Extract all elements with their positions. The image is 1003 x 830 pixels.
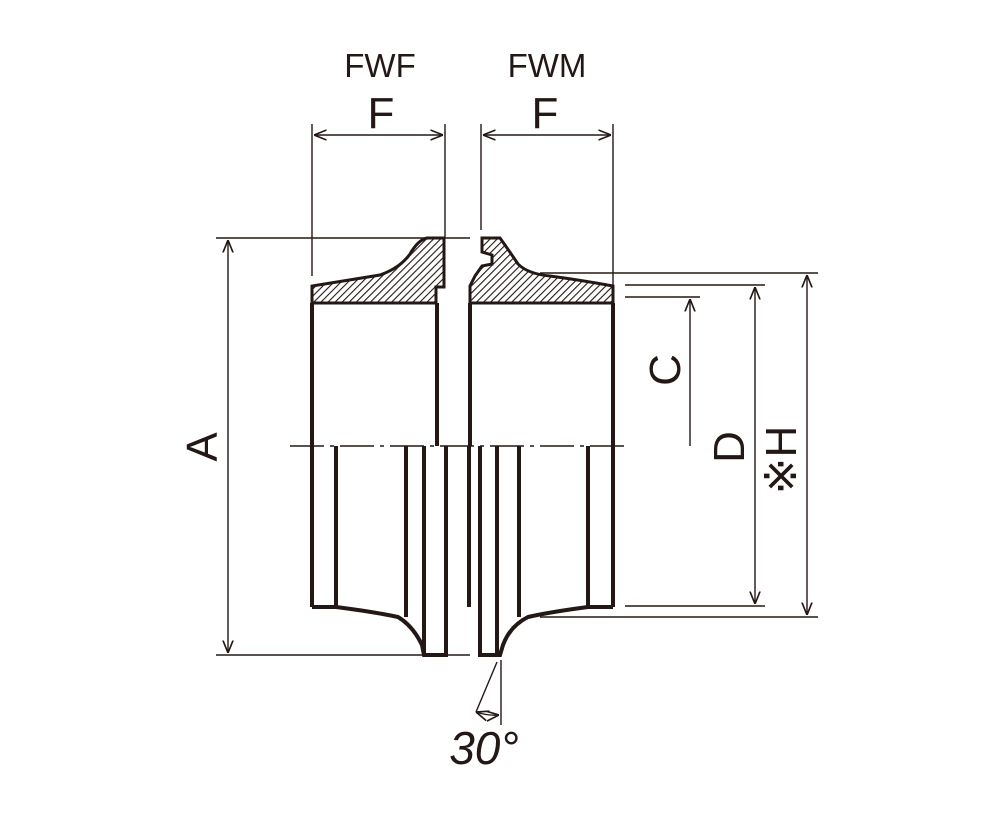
fwm-flange-section — [468, 236, 615, 305]
h-dimension — [540, 272, 818, 618]
angle-callout — [476, 660, 502, 725]
fwm-label: FWM — [508, 47, 587, 84]
a-label: A — [178, 432, 227, 462]
d-label: D — [705, 431, 754, 463]
f-right-dimension — [480, 124, 614, 286]
f-left-dimension — [311, 124, 446, 276]
fwf-label: FWF — [344, 47, 415, 84]
c-dimension — [625, 296, 700, 446]
fwf-flange-section — [310, 236, 446, 305]
f-right-label: F — [532, 89, 559, 138]
fwm-ferrule — [467, 236, 615, 657]
c-label: C — [641, 354, 690, 386]
f-left-label: F — [368, 89, 395, 138]
angle-label: 30° — [449, 722, 519, 774]
d-dimension — [625, 284, 765, 607]
h-label: ※H — [757, 426, 806, 495]
fwf-ferrule — [310, 236, 448, 657]
